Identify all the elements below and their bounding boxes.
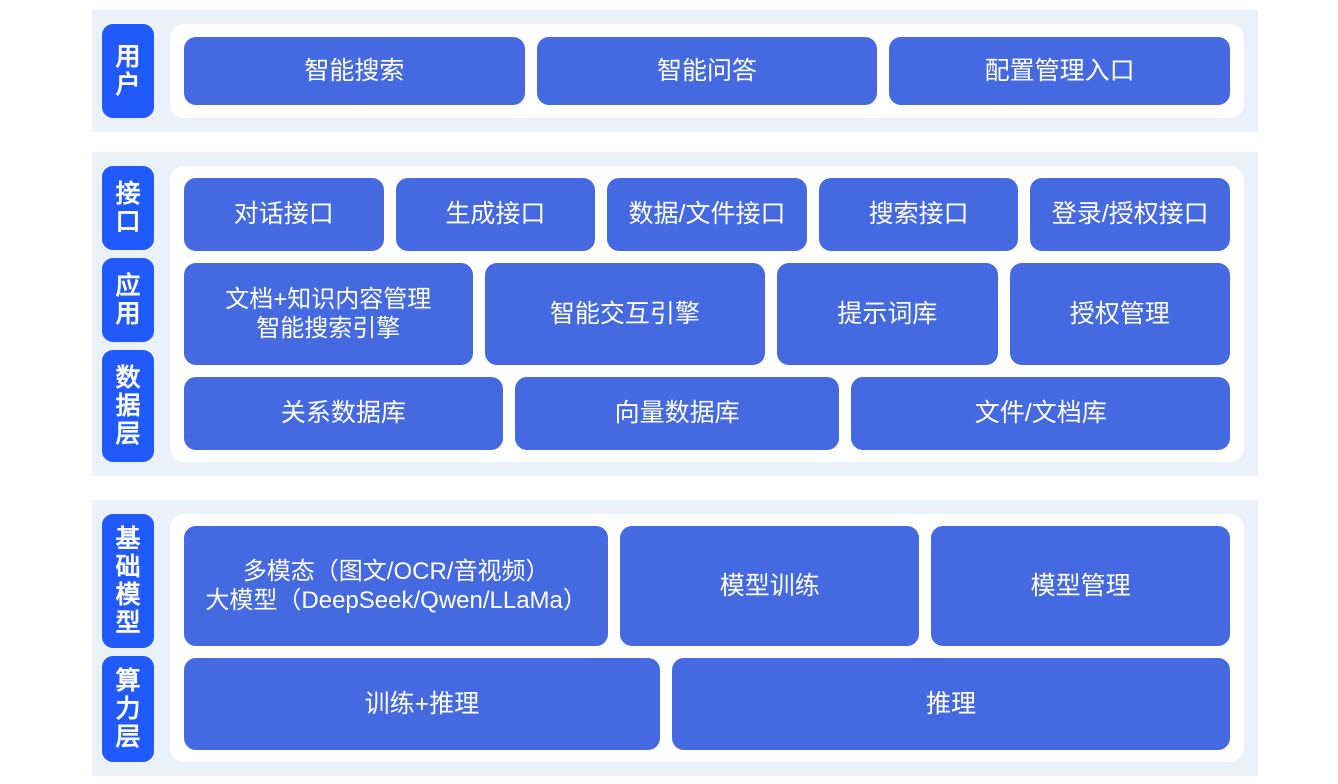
card-row-interface: 对话接口 生成接口 数据/文件接口 搜索接口 登录/授权接口 xyxy=(184,178,1230,252)
card-dialogue-api[interactable]: 对话接口 xyxy=(184,178,384,252)
layer-panel-user: 智能搜索 智能问答 配置管理入口 xyxy=(170,24,1244,118)
card-intelligent-qa[interactable]: 智能问答 xyxy=(536,37,878,105)
layer-label-column-user: 用户 xyxy=(92,10,154,132)
card-row-data: 关系数据库 向量数据库 文件/文档库 xyxy=(184,376,1230,451)
card-multimodal-large-model[interactable]: 多模态（图文/OCR/音视频） 大模型（DeepSeek/Qwen/LLaMa） xyxy=(184,526,609,647)
layer-label-column-middle: 接口 应用 数据层 xyxy=(92,152,154,476)
card-vector-database[interactable]: 向量数据库 xyxy=(514,376,840,451)
layer-group-middle: 接口 应用 数据层 对话接口 生成接口 数据/文件接口 搜索接口 登录/授权接口… xyxy=(92,152,1258,476)
card-row-compute: 训练+推理 推理 xyxy=(184,658,1230,750)
layer-label-column-foundation: 基础模型 算力层 xyxy=(92,500,154,776)
card-row-foundation-model: 多模态（图文/OCR/音视频） 大模型（DeepSeek/Qwen/LLaMa）… xyxy=(184,526,1230,647)
card-training-and-inference[interactable]: 训练+推理 xyxy=(184,658,660,750)
card-model-management[interactable]: 模型管理 xyxy=(931,526,1230,647)
layer-label-foundation-model[interactable]: 基础模型 xyxy=(102,514,154,648)
card-inference[interactable]: 推理 xyxy=(671,658,1230,750)
layer-group-user: 用户 智能搜索 智能问答 配置管理入口 xyxy=(92,10,1258,132)
card-config-management-entry[interactable]: 配置管理入口 xyxy=(889,37,1231,105)
card-generation-api[interactable]: 生成接口 xyxy=(395,178,596,252)
card-relational-database[interactable]: 关系数据库 xyxy=(184,376,503,451)
card-file-document-store[interactable]: 文件/文档库 xyxy=(851,376,1230,451)
card-prompt-library[interactable]: 提示词库 xyxy=(777,263,998,365)
card-model-training[interactable]: 模型训练 xyxy=(620,526,920,647)
card-login-auth-api[interactable]: 登录/授权接口 xyxy=(1030,178,1230,252)
layer-label-compute[interactable]: 算力层 xyxy=(102,656,154,762)
card-row-application: 文档+知识内容管理 智能搜索引擎 智能交互引擎 提示词库 授权管理 xyxy=(184,263,1231,365)
card-intelligent-interaction-engine[interactable]: 智能交互引擎 xyxy=(484,263,766,365)
card-search-api[interactable]: 搜索接口 xyxy=(818,178,1019,252)
card-intelligent-search[interactable]: 智能搜索 xyxy=(184,37,525,105)
layer-label-interface[interactable]: 接口 xyxy=(102,166,154,250)
layer-label-application[interactable]: 应用 xyxy=(102,258,154,342)
layer-panel-foundation: 多模态（图文/OCR/音视频） 大模型（DeepSeek/Qwen/LLaMa）… xyxy=(170,514,1244,762)
layer-label-data[interactable]: 数据层 xyxy=(102,350,154,462)
card-data-file-api[interactable]: 数据/文件接口 xyxy=(607,178,807,252)
layer-group-foundation: 基础模型 算力层 多模态（图文/OCR/音视频） 大模型（DeepSeek/Qw… xyxy=(92,500,1258,776)
card-document-knowledge-management[interactable]: 文档+知识内容管理 智能搜索引擎 xyxy=(184,263,473,365)
layer-label-user[interactable]: 用户 xyxy=(102,24,154,118)
card-authorization-management[interactable]: 授权管理 xyxy=(1009,263,1231,365)
card-row-user: 智能搜索 智能问答 配置管理入口 xyxy=(184,37,1231,105)
layer-panel-middle: 对话接口 生成接口 数据/文件接口 搜索接口 登录/授权接口 文档+知识内容管理… xyxy=(170,166,1244,462)
